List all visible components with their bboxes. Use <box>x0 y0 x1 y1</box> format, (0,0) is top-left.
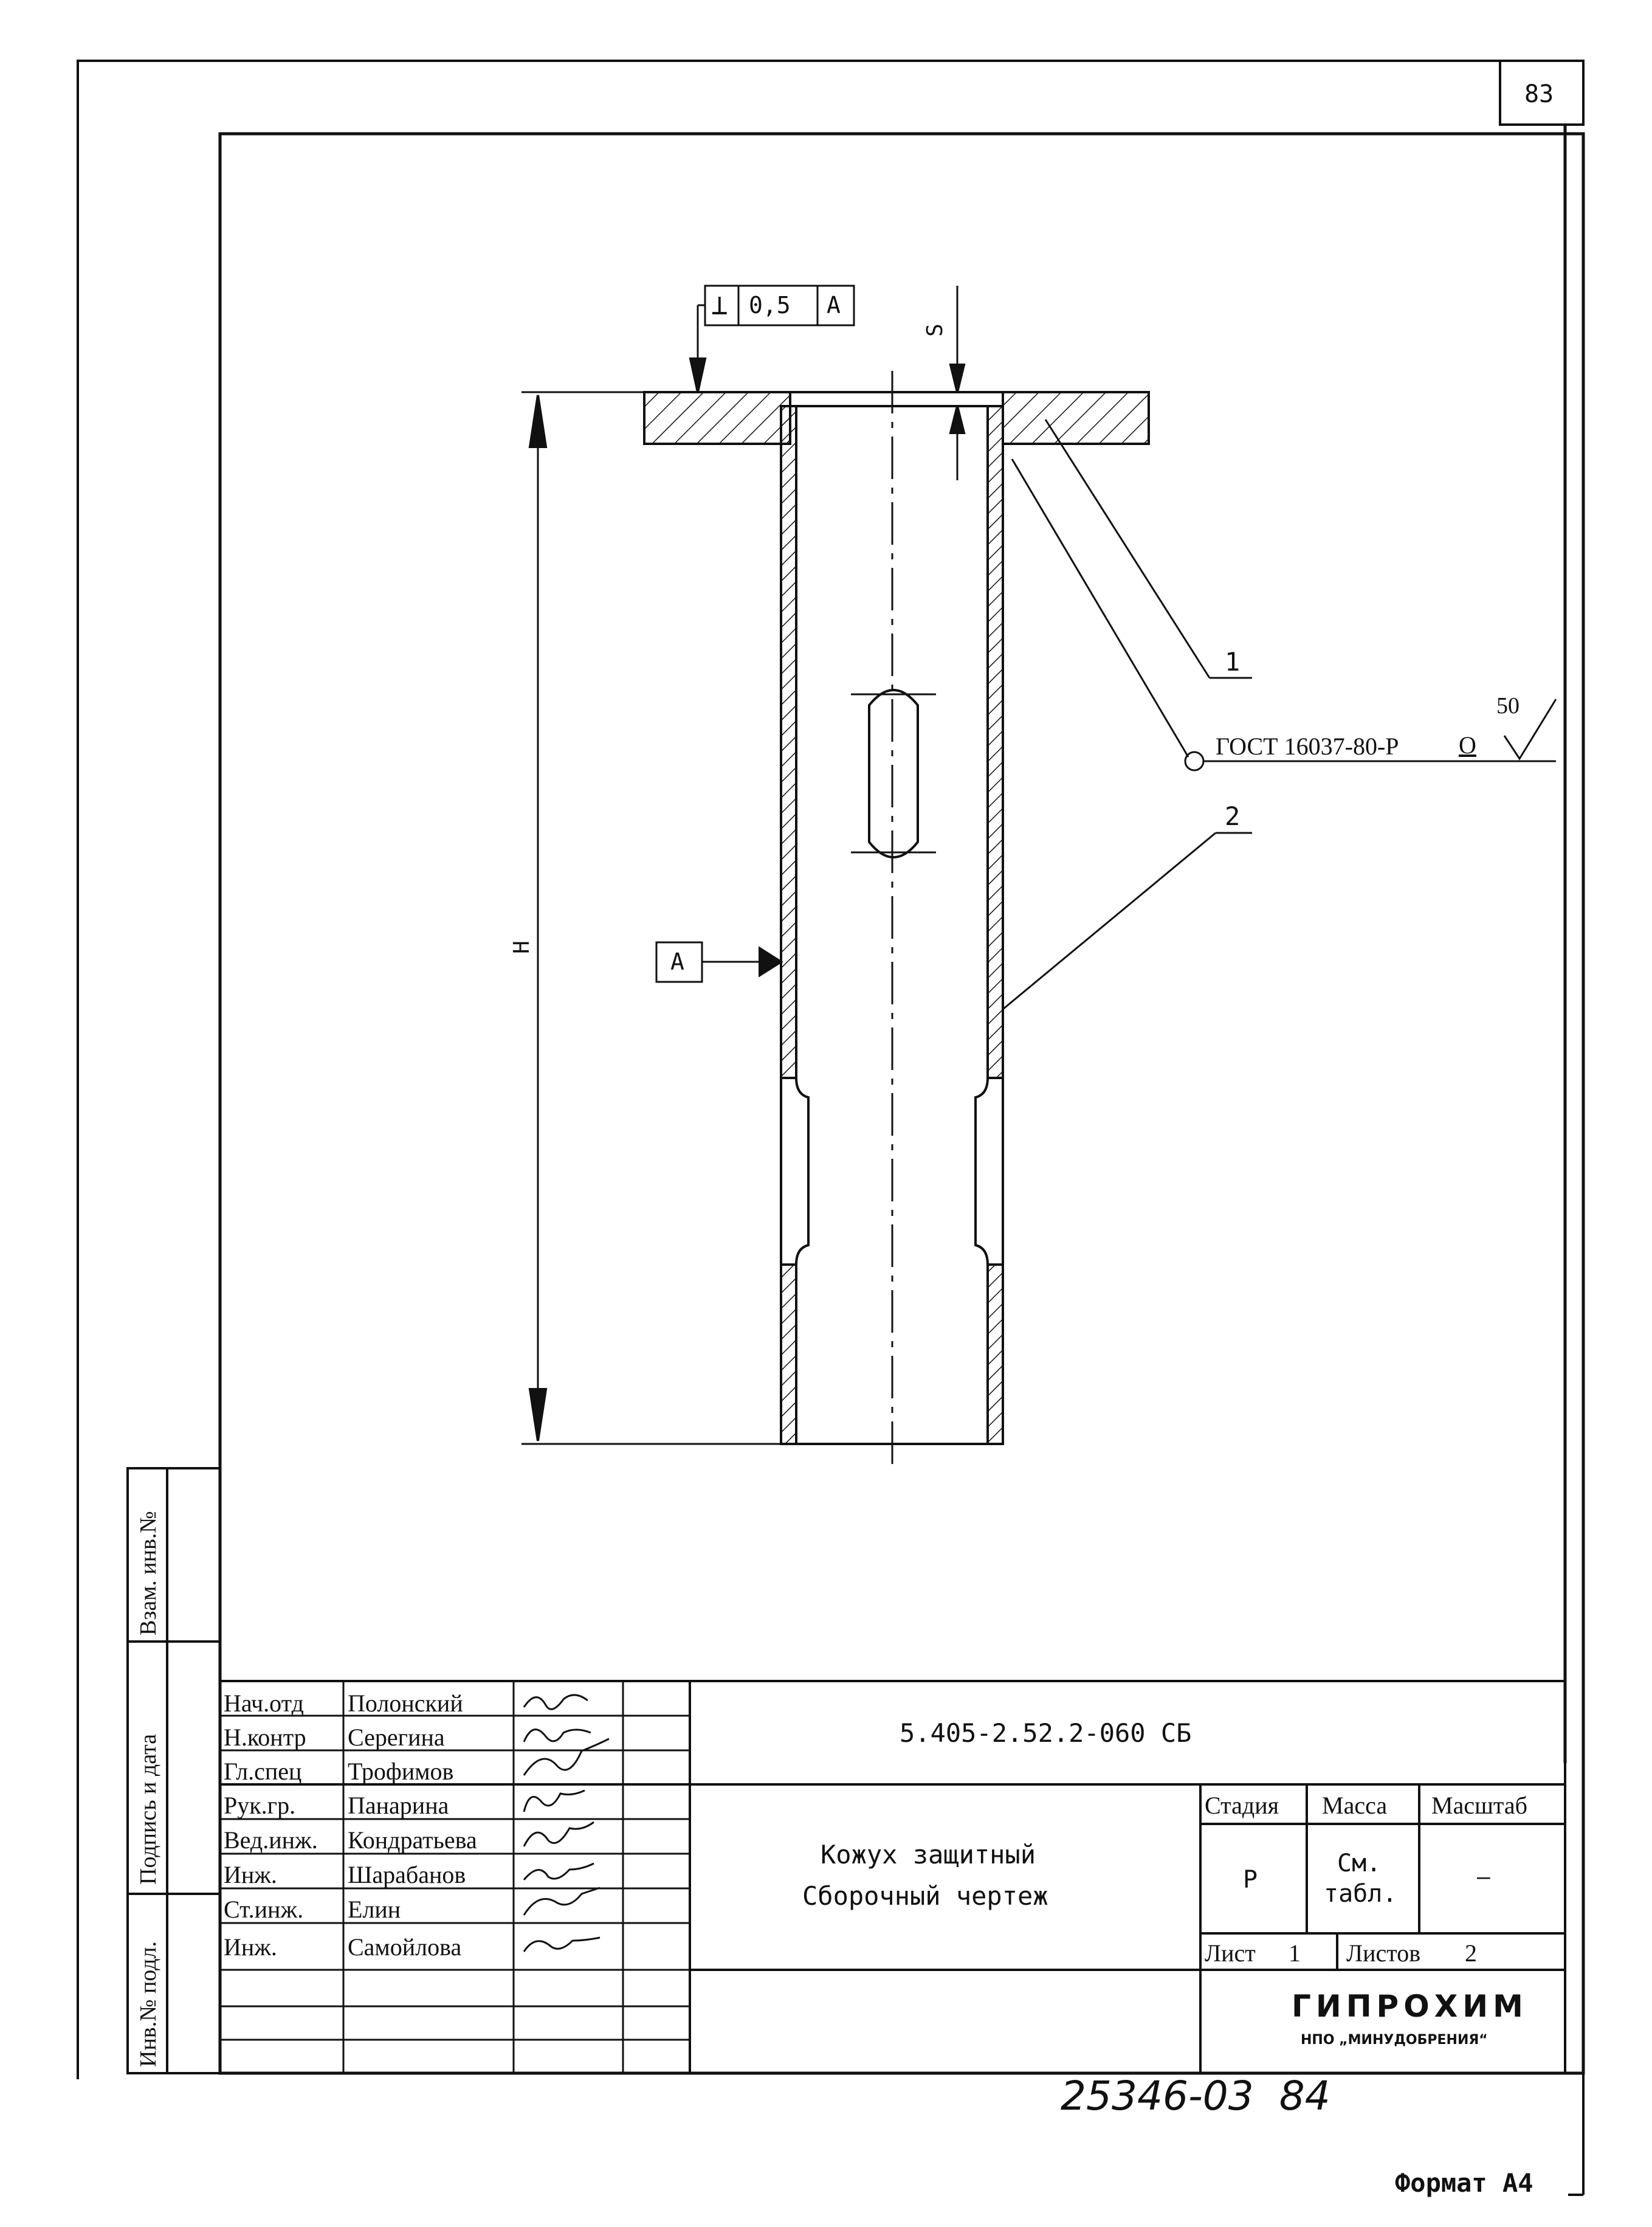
role: Инж. <box>224 1861 277 1888</box>
person-name: Елин <box>348 1896 401 1923</box>
tube-neck-left <box>795 1077 810 1265</box>
title-block-grid-left <box>220 1681 690 2073</box>
person-name: Панарина <box>348 1792 449 1819</box>
mass-line-2: табл. <box>1324 1880 1397 1908</box>
flange-right <box>1002 391 1150 445</box>
person-name: Серегина <box>348 1724 445 1751</box>
slot-opening <box>868 689 919 858</box>
sheets-label: Листов <box>1346 1939 1421 1967</box>
hdr-stage: Стадия <box>1205 1792 1279 1819</box>
person-name: Кондратьева <box>348 1826 477 1854</box>
role: Рук.гр. <box>224 1792 296 1819</box>
sheet-frame-outer <box>77 60 1585 2079</box>
role: Вед.инж. <box>224 1826 318 1854</box>
scale-value: — <box>1477 1865 1490 1890</box>
role: Гл.спец <box>224 1758 302 1785</box>
weld-circle <box>1184 751 1205 772</box>
role: Н.контр <box>224 1724 306 1751</box>
person-name: Самойлова <box>348 1933 462 1961</box>
tolerance-symbol: ⊥ <box>711 288 728 321</box>
mass-line-1: См. <box>1337 1849 1382 1877</box>
role: Ст.инж. <box>224 1896 304 1923</box>
handwritten-number: 25346-03 84 <box>1061 2073 1330 2119</box>
stage-value: Р <box>1243 1866 1258 1894</box>
role: Инж. <box>224 1933 277 1961</box>
person-name: Полонский <box>348 1690 463 1717</box>
tube-wall-left-lower <box>780 1263 797 1445</box>
title-line-2: Сборочный чертеж <box>802 1881 1048 1911</box>
roughness-value: 50 <box>1496 693 1519 719</box>
title-block <box>220 1680 1566 2073</box>
tube-wall-left-upper <box>780 405 797 1079</box>
dim-h-label: H <box>509 941 534 954</box>
tube-wall-right-upper <box>986 405 1004 1079</box>
sheet-frame-inner <box>218 132 1585 2075</box>
tolerance-value: 0,5 <box>749 292 791 319</box>
designation: 5.405-2.52.2-060 СБ <box>900 1718 1192 1748</box>
page-number-box <box>1499 60 1585 126</box>
callout-2: 2 <box>1225 801 1241 831</box>
tube-wall-right-lower <box>986 1263 1004 1445</box>
page-number: 83 <box>1524 80 1554 108</box>
sheet-value: 1 <box>1289 1939 1301 1967</box>
org-subtitle: НПО „МИНУДОБРЕНИЯ“ <box>1301 2032 1488 2048</box>
weld-note-text: ГОСТ 16037-80-Р <box>1216 733 1399 760</box>
title-line-1: Кожух защитный <box>821 1840 1036 1870</box>
datum-label: A <box>670 948 684 975</box>
role: Нач.отд <box>224 1690 304 1717</box>
roughness-check <box>1503 699 1557 761</box>
person-name: Шарабанов <box>348 1861 466 1888</box>
side-stamp-strip <box>126 1467 221 2074</box>
sheet-label: Лист <box>1205 1939 1256 1967</box>
dim-s-label: S <box>922 323 948 337</box>
side-vzam-inv: Взам. инв.№ <box>136 1511 161 1635</box>
sheets-value: 2 <box>1465 1939 1477 1967</box>
callout-1: 1 <box>1225 647 1241 677</box>
weld-note-symbol: О <box>1459 731 1476 759</box>
hdr-scale: Масштаб <box>1431 1792 1527 1819</box>
tolerance-datum: A <box>827 292 841 319</box>
side-sign-date: Подпись и дата <box>136 1733 161 1885</box>
format-label: Формат А4 <box>1395 2168 1533 2198</box>
person-name: Трофимов <box>348 1758 454 1785</box>
side-inv-podl: Инв.№ подл. <box>136 1941 161 2067</box>
signatures <box>523 1694 610 1952</box>
org-name: ГИПРОХИМ <box>1292 1989 1528 2024</box>
flange-left <box>643 391 791 445</box>
hdr-mass: Масса <box>1322 1792 1388 1819</box>
tube-neck-right <box>974 1077 989 1265</box>
